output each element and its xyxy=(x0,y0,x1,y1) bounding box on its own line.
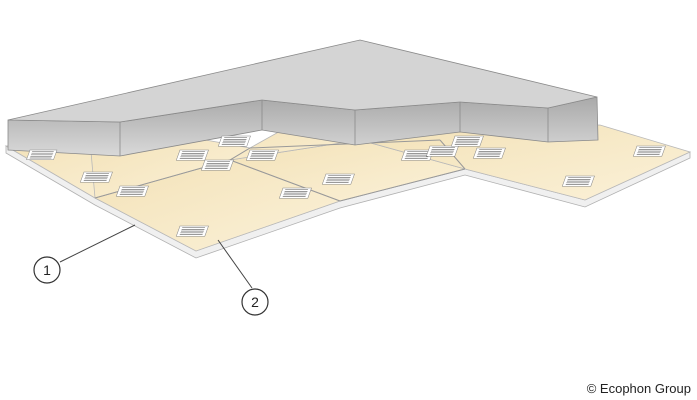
copyright-notice: © Ecophon Group xyxy=(586,381,691,396)
leader-line-1 xyxy=(59,224,136,263)
callout-2: 2 xyxy=(241,288,269,316)
callout-1: 1 xyxy=(33,256,61,284)
leader-line-2 xyxy=(217,239,253,289)
callout-2-label: 2 xyxy=(251,294,259,310)
callout-1-label: 1 xyxy=(43,262,51,278)
concrete-slab xyxy=(7,39,599,157)
